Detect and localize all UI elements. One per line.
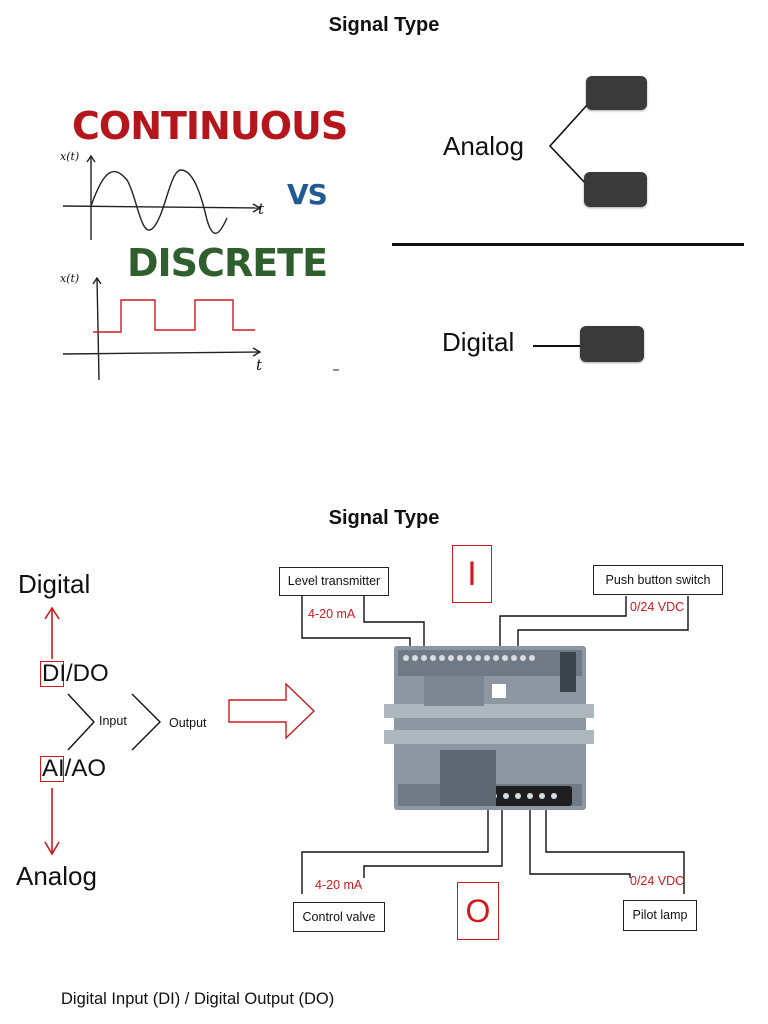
di-do-label: DI/DO [42, 660, 109, 688]
input-I-box: I [452, 545, 492, 603]
input-ma-label: 4-20 mA [308, 607, 356, 621]
output-ma-label: 4-20 mA [315, 878, 363, 892]
di-do-letter-d: D [42, 660, 60, 687]
analog-label-top: Analog [443, 131, 524, 161]
push-button-switch-box: Push button switch [593, 565, 723, 595]
sine-wave [90, 169, 228, 234]
output-O-box: O [457, 882, 499, 940]
square-wave [93, 299, 255, 333]
continuous-axes [62, 154, 262, 240]
arrow-down-analog [44, 788, 60, 856]
control-valve-box: Control valve [293, 902, 385, 932]
t-label-1: t [258, 200, 265, 218]
signal-sketches [62, 154, 339, 381]
d-highlight-box [40, 661, 64, 687]
analog-branch-lines [548, 103, 589, 187]
analog-plate-lower [584, 172, 647, 207]
plc-module [384, 646, 594, 810]
di-do-rest: I/DO [59, 660, 109, 687]
discrete-heading: DISCRETE [127, 241, 328, 285]
section-divider [392, 243, 744, 246]
page-title-top: Signal Type [328, 14, 440, 36]
x-of-t-label-1: x(t) [60, 150, 80, 163]
page-title-bottom: Signal Type [328, 507, 440, 529]
digital-label-bottom: Digital [18, 569, 91, 599]
input-label: Input [99, 714, 127, 728]
input-output-lines [67, 693, 161, 751]
digital-plate [580, 326, 644, 362]
ai-ao-rest: I/AO [58, 755, 107, 782]
continuous-heading: CONTINUOUS [72, 104, 348, 148]
a-highlight-box [40, 756, 64, 782]
output-label: Output [169, 716, 207, 730]
t-label-2: t [256, 356, 263, 374]
analog-plate-upper [586, 76, 647, 110]
input-vdc-label: 0/24 VDC [630, 600, 685, 614]
arrow-up-digital [44, 606, 60, 659]
ai-ao-letter-a: A [42, 755, 59, 782]
pilot-lamp-box: Pilot lamp [623, 900, 697, 931]
digital-line [533, 345, 581, 347]
x-of-t-label-2: x(t) [60, 272, 80, 285]
digital-label-top: Digital [442, 327, 515, 357]
big-right-arrow [228, 682, 316, 740]
vs-heading: VS [287, 178, 328, 211]
caption: Digital Input (DI) / Digital Output (DO) [61, 990, 335, 1008]
discrete-axes [62, 276, 262, 381]
analog-label-bottom: Analog [16, 861, 97, 891]
output-vdc-label: 0/24 VDC [630, 874, 685, 888]
level-transmitter-box: Level transmitter [279, 567, 389, 596]
ai-ao-label: AI/AO [42, 755, 106, 783]
